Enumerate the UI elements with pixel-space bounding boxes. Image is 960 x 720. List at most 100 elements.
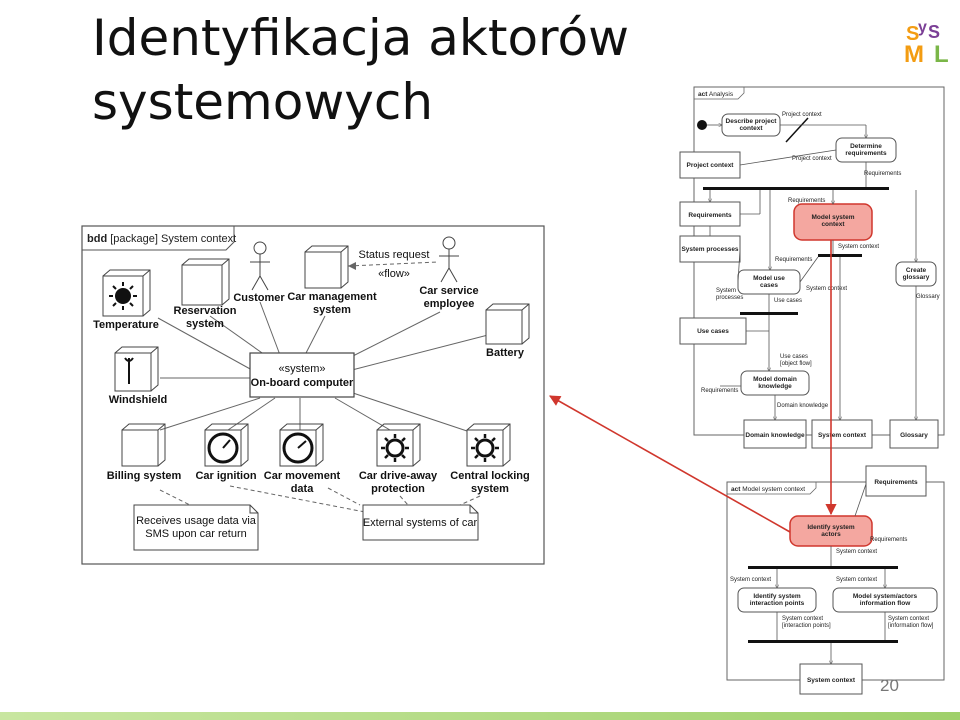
svg-text:System context: System context bbox=[836, 549, 877, 555]
svg-text:M: M bbox=[904, 41, 924, 68]
bottom-accent-bar bbox=[0, 712, 960, 720]
flow-arrowhead bbox=[348, 262, 356, 270]
label-flow: «flow» bbox=[378, 268, 410, 280]
svg-text:act Analysis: act Analysis bbox=[698, 91, 734, 98]
svg-text:External systems of car: External systems of car bbox=[363, 517, 478, 529]
svg-text:Domain knowledge: Domain knowledge bbox=[745, 432, 805, 439]
block-windshield bbox=[114, 346, 159, 392]
fork-bar-1 bbox=[703, 187, 889, 190]
svg-text:Project context: Project context bbox=[687, 162, 735, 169]
svg-text:y: y bbox=[918, 19, 927, 36]
svg-text:Requirements: Requirements bbox=[688, 212, 732, 219]
svg-text:Requirements: Requirements bbox=[870, 537, 907, 543]
svg-text:Requirements: Requirements bbox=[874, 479, 918, 486]
bdd-diagram: bdd [package] System context bbox=[81, 225, 545, 565]
svg-text:S: S bbox=[906, 23, 919, 45]
svg-text:Use cases[object flow]: Use cases[object flow] bbox=[780, 354, 812, 367]
svg-text:Domain knowledge: Domain knowledge bbox=[777, 403, 829, 409]
initial-node bbox=[697, 120, 707, 130]
svg-text:Glossary: Glossary bbox=[900, 432, 928, 439]
fork-bar-2 bbox=[818, 254, 862, 257]
system-block bbox=[249, 352, 355, 398]
highlight-arrows bbox=[549, 240, 837, 533]
svg-text:act Model system context: act Model system context bbox=[731, 486, 805, 493]
label-windshield: Windshield bbox=[109, 394, 168, 406]
label-temperature: Temperature bbox=[93, 319, 159, 331]
msc-join-bar bbox=[748, 640, 898, 643]
svg-text:System context: System context bbox=[818, 432, 867, 439]
svg-text:L: L bbox=[934, 41, 949, 68]
block-car-ignition bbox=[204, 423, 249, 467]
label-customer: Customer bbox=[233, 292, 285, 304]
svg-text:Requirements: Requirements bbox=[775, 257, 812, 263]
label-status-request: Status request bbox=[359, 249, 430, 261]
system-stereotype: «system» bbox=[278, 363, 325, 375]
object-project-context bbox=[679, 151, 741, 179]
object-system-processes bbox=[679, 235, 741, 263]
svg-text:Requirements: Requirements bbox=[701, 388, 738, 394]
svg-text:Requirements: Requirements bbox=[864, 171, 901, 177]
block-central-locking bbox=[466, 423, 511, 467]
block-billing bbox=[121, 423, 166, 467]
bdd-note-links bbox=[159, 261, 481, 513]
svg-text:Requirements: Requirements bbox=[788, 198, 825, 204]
object-use-cases bbox=[679, 317, 747, 345]
object-requirements bbox=[679, 201, 741, 227]
svg-text:System context: System context bbox=[836, 577, 877, 583]
svg-text:System context: System context bbox=[730, 577, 771, 583]
label-car-ignition: Car ignition bbox=[195, 470, 256, 482]
note-external-systems: External systems of car bbox=[362, 504, 479, 541]
actor-car-service-employee bbox=[439, 236, 459, 283]
join-bar bbox=[740, 312, 798, 315]
svg-text:System processes: System processes bbox=[681, 246, 738, 253]
object-system-context bbox=[811, 419, 873, 449]
bdd-associations bbox=[157, 301, 489, 433]
svg-text:System context[information flo: System context[information flow] bbox=[888, 616, 934, 629]
svg-text:Project context: Project context bbox=[782, 112, 822, 118]
sysml-logo: S y S M L bbox=[904, 19, 949, 68]
arrow-to-bdd bbox=[549, 395, 791, 533]
block-car-movement bbox=[279, 423, 324, 467]
system-name: On-board computer bbox=[251, 377, 354, 389]
svg-text:System context: System context bbox=[838, 244, 879, 250]
slide-title: Identyfikacja aktorów systemowych bbox=[92, 9, 629, 131]
label-billing-system: Billing system bbox=[107, 470, 182, 482]
svg-text:System context[interaction poi: System context[interaction points] bbox=[782, 616, 831, 629]
svg-text:Glossary: Glossary bbox=[916, 294, 940, 300]
svg-text:Use cases: Use cases bbox=[697, 328, 729, 335]
svg-text:Use cases: Use cases bbox=[774, 298, 802, 304]
msc-object-system-context bbox=[799, 663, 863, 695]
page-number: 20 bbox=[880, 676, 899, 695]
msc-object-requirements bbox=[865, 465, 927, 497]
block-car-management bbox=[304, 245, 349, 289]
block-battery bbox=[485, 303, 530, 345]
svg-text:System context: System context bbox=[806, 286, 847, 292]
svg-text:bdd [package] System context: bdd [package] System context bbox=[87, 233, 236, 245]
block-reservation bbox=[181, 258, 230, 306]
svg-text:S: S bbox=[928, 22, 940, 42]
svg-text:System context: System context bbox=[807, 677, 856, 684]
block-drive-away bbox=[376, 423, 421, 467]
svg-text:Project context: Project context bbox=[792, 156, 832, 162]
object-domain-knowledge bbox=[743, 419, 807, 449]
block-temperature bbox=[102, 269, 151, 317]
